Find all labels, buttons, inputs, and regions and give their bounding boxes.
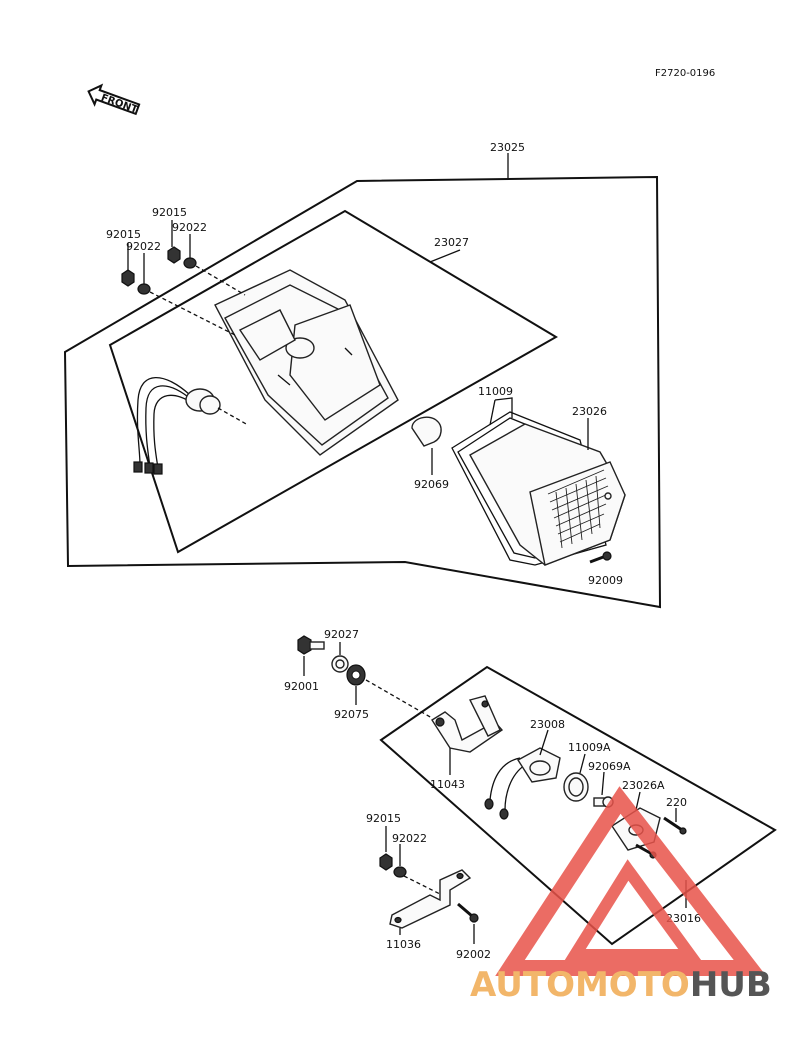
housing-frame [108, 209, 558, 554]
nut-right-icon [167, 246, 181, 264]
collar-icon [331, 655, 349, 673]
upper-socket-harness [133, 376, 249, 475]
watermark-logo [495, 786, 767, 976]
part-label-11036: 11036 [386, 938, 421, 951]
part-label-92027: 92027 [324, 628, 359, 641]
part-label-23025: 23025 [490, 141, 525, 154]
washer-lower-icon [393, 866, 407, 878]
part-label-92002: 92002 [456, 948, 491, 961]
bolt-lower-icon [457, 902, 479, 923]
part-label-92069A: 92069A [588, 760, 631, 773]
lower-assembly-frame [379, 665, 777, 946]
stay-bracket-icon [389, 869, 472, 929]
part-label-23027: 23027 [434, 236, 469, 249]
bolt-icon [297, 635, 325, 655]
nut-lower-icon [379, 853, 393, 871]
part-label-92001: 92001 [284, 680, 319, 693]
front-arrow-icon: FRONT [87, 83, 141, 116]
part-label-92015-left: 92015 [106, 228, 141, 241]
diagram-code: F2720-0196 [655, 68, 715, 79]
part-label-92022-lower: 92022 [392, 832, 427, 845]
taillight-housing [214, 269, 399, 456]
part-label-23026: 23026 [572, 405, 607, 418]
part-label-92069: 92069 [414, 478, 449, 491]
part-label-23026A: 23026A [622, 779, 665, 792]
part-label-23008: 23008 [530, 718, 565, 731]
part-label-11009A: 11009A [568, 741, 611, 754]
part-label-92022-left: 92022 [126, 240, 161, 253]
part-label-11009: 11009 [478, 385, 513, 398]
part-label-92015-right: 92015 [152, 206, 187, 219]
damper-icon [346, 664, 366, 686]
part-label-92022-right: 92022 [172, 221, 207, 234]
part-label-92075: 92075 [334, 708, 369, 721]
screw-icon [589, 551, 612, 564]
gasket-a-icon [563, 772, 589, 802]
part-label-220: 220 [666, 796, 687, 809]
lower-socket-harness [484, 747, 561, 820]
bulb-icon [411, 416, 442, 475]
part-label-23016: 23016 [666, 912, 701, 925]
front-label: FRONT [99, 92, 139, 115]
washer-right-icon [183, 257, 197, 269]
part-label-92015-lower: 92015 [366, 812, 401, 825]
nut-left-icon [121, 269, 135, 287]
watermark-part1: AUTOMOTO [470, 965, 690, 1005]
watermark-text: AUTOMOTOHUB [470, 965, 772, 1005]
watermark-part2: HUB [690, 965, 772, 1005]
washer-left-icon [137, 283, 151, 295]
lens-cover [469, 423, 626, 566]
part-label-92009: 92009 [588, 574, 623, 587]
bracket-icon [431, 695, 504, 753]
assembly-frame [63, 175, 662, 609]
part-label-11043: 11043 [430, 778, 465, 791]
